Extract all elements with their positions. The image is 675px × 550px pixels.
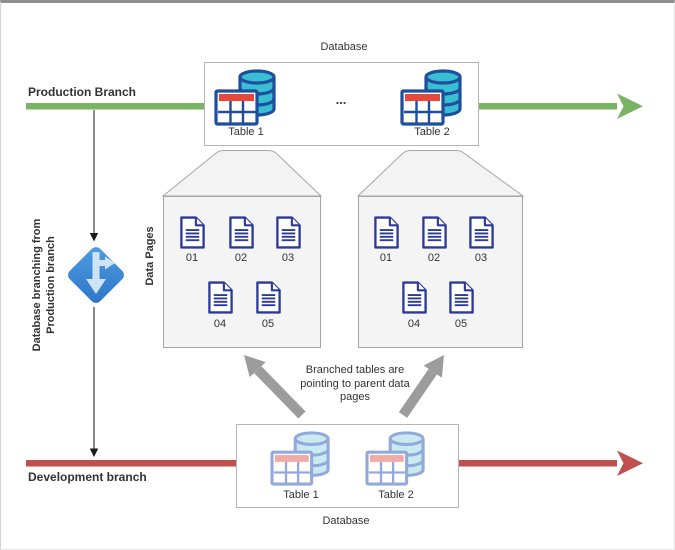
document-page-icon [275,216,302,249]
trapezoid-connector-2 [356,150,525,197]
bottom-table-1-label: Table 1 [283,489,319,501]
trapezoid-connector-1 [161,150,323,197]
bottom-table-2-label: Table 2 [378,489,414,501]
document-page-icon [468,216,495,249]
data-pages-label: Data Pages [144,226,156,286]
top-table-1-label: Table 1 [228,126,264,138]
page-number: 04 [407,318,421,330]
database-table-icon-pastel [270,429,332,487]
branching-connector [89,110,99,457]
pointer-arrow-left [244,355,306,419]
pointer-arrow-right [398,355,444,418]
database-table-icon [400,67,464,127]
page-number: 04 [213,318,227,330]
ellipsis-label: ... [335,92,347,107]
top-table-2-label: Table 2 [414,126,450,138]
document-page-icon [448,281,475,314]
pointer-note-line: Branched tables are [305,364,405,376]
document-page-icon [228,216,255,249]
document-page-icon [179,216,206,249]
database-table-icon-pastel [365,429,427,487]
page-number: 02 [427,252,441,264]
page-number: 05 [261,318,275,330]
page-number: 01 [379,252,393,264]
branch-annotation-label: Database branching from Production branc… [31,218,57,352]
document-page-icon [373,216,400,249]
database-table-icon [214,67,278,127]
pointer-note: Branched tables are pointing to parent d… [293,364,417,405]
document-page-icon [207,281,234,314]
top-database-label: Database [320,41,368,53]
pointer-note-line: pages [340,391,370,403]
page-number: 02 [234,252,248,264]
development-branch-label: Development branch [28,470,147,484]
page-number: 01 [185,252,199,264]
page-number: 03 [474,252,488,264]
git-branch-icon [68,247,124,303]
page-number: 03 [281,252,295,264]
pointer-note-line: pointing to parent data [300,377,410,390]
document-page-icon [421,216,448,249]
page-number: 05 [454,318,468,330]
document-page-icon [401,281,428,314]
production-branch-label: Production Branch [28,85,137,99]
document-page-icon [255,281,282,314]
bottom-database-label: Database [322,515,370,527]
